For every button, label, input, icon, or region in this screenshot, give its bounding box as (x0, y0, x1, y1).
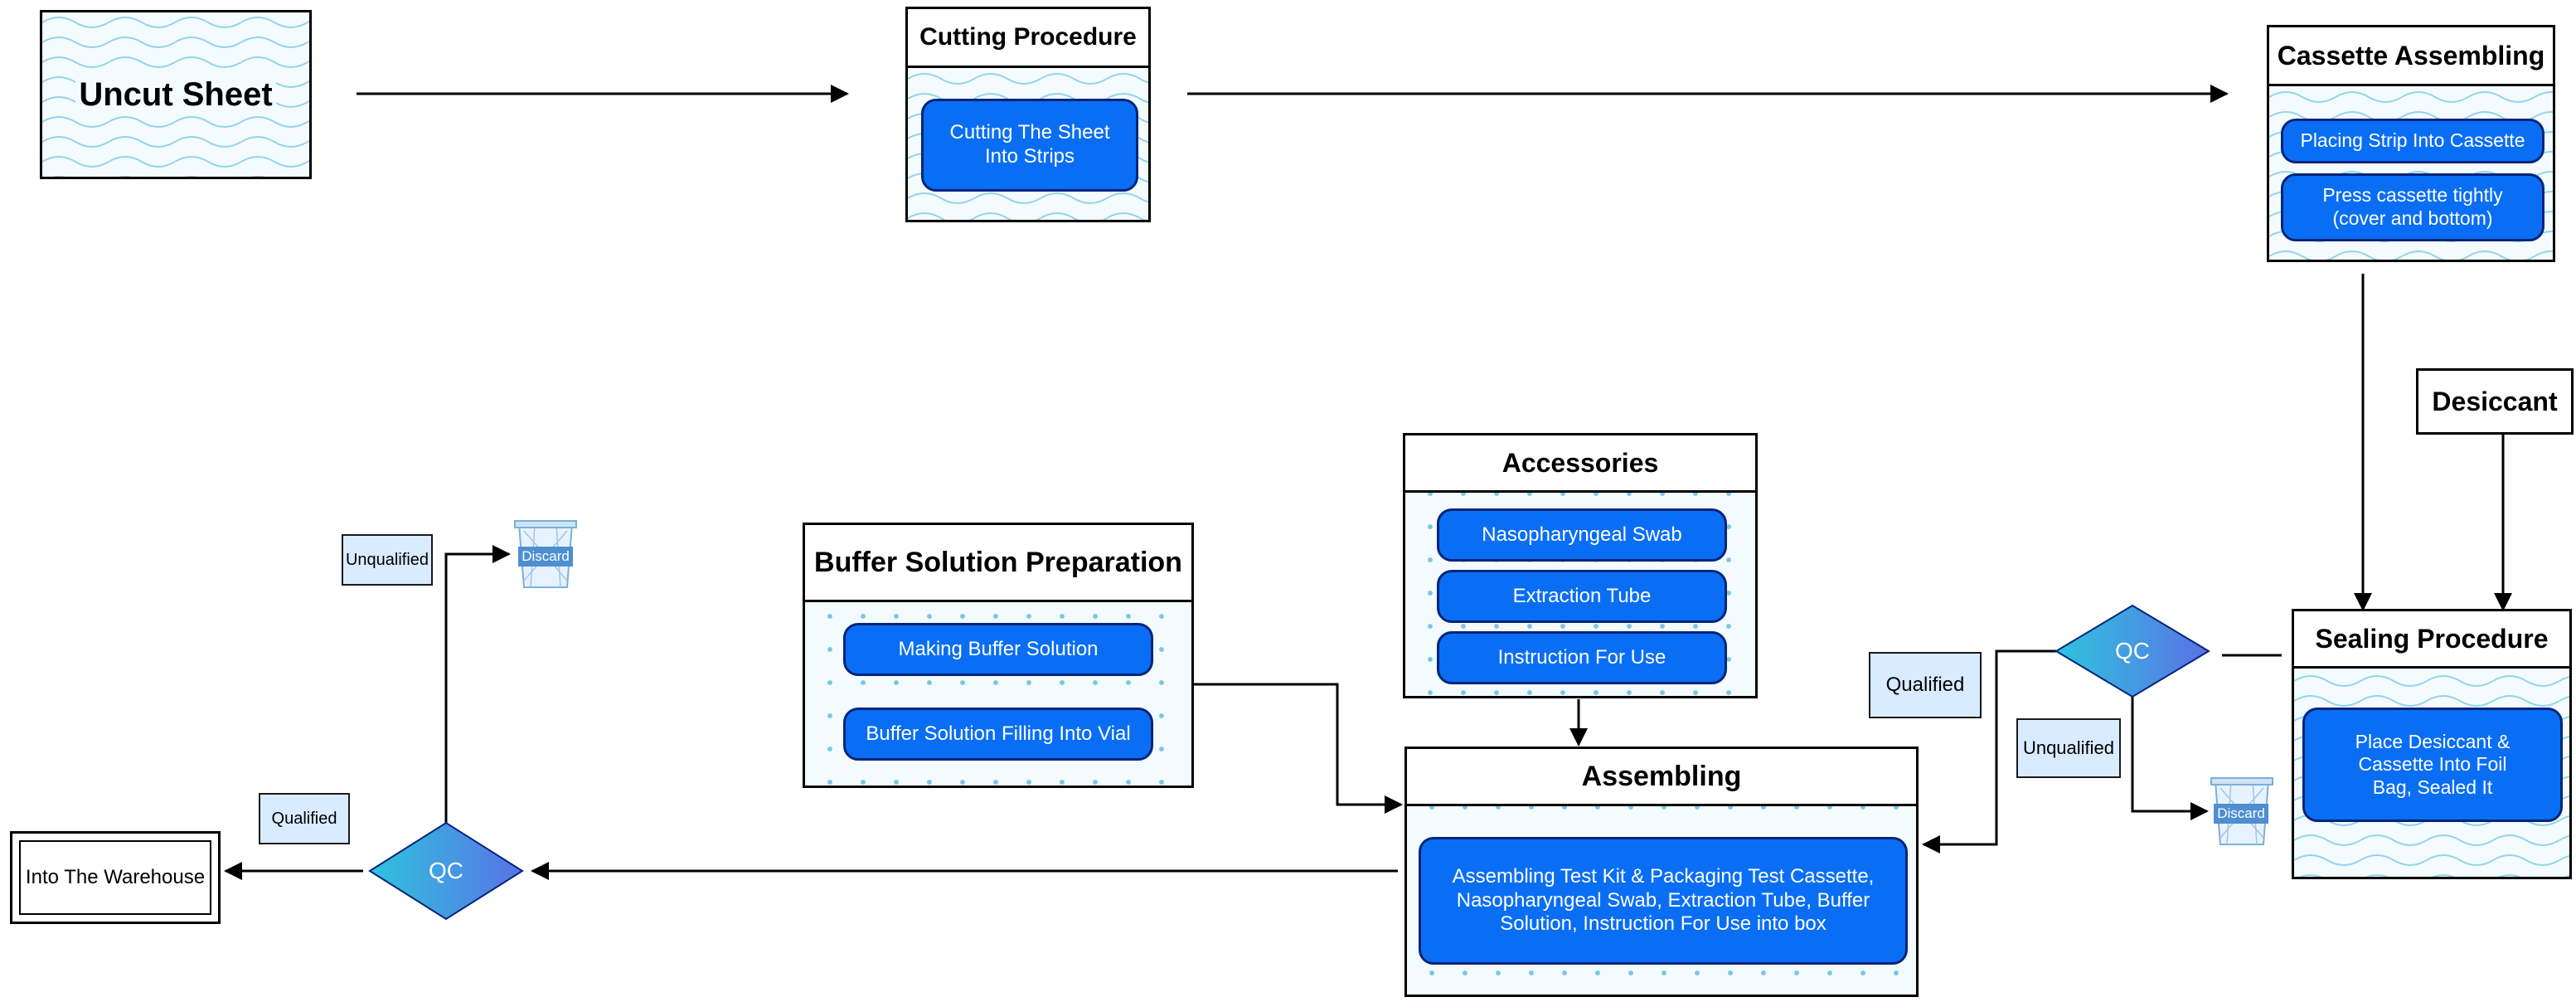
cutting-procedure-title: Cutting Procedure (908, 9, 1148, 68)
arrow-buffer-to-assembling (1194, 683, 1403, 814)
arrow-qc-unqualified-to-discard (2131, 697, 2209, 820)
arrow-qc-unqualified-to-discard-left (444, 545, 511, 823)
qc-right-unqualified-label: Unqualified (2016, 718, 2121, 778)
assembling-test-kit-step[interactable]: Assembling Test Kit & Packaging Test Cas… (1419, 837, 1908, 965)
qc-left-qualified-label: Qualified (259, 793, 350, 844)
uncut-sheet-label: Uncut Sheet (75, 75, 276, 114)
desiccant-box: Desiccant (2416, 368, 2574, 435)
qc-left-discard-label: Discard (518, 547, 573, 567)
making-buffer-step[interactable]: Making Buffer Solution (843, 623, 1153, 676)
filling-vial-step[interactable]: Buffer Solution Filling Into Vial (843, 708, 1153, 761)
placing-strip-step[interactable]: Placing Strip Into Cassette (2281, 119, 2544, 163)
qc-right-discard-label: Discard (2214, 804, 2268, 824)
accessories-title: Accessories (1405, 435, 1755, 493)
qc-left-unqualified-label: Unqualified (342, 534, 433, 586)
accessories-item[interactable]: Nasopharyngeal Swab (1437, 508, 1727, 562)
warehouse-label: Into The Warehouse (19, 840, 211, 915)
cassette-assembling-title: Cassette Assembling (2269, 27, 2553, 86)
sealing-procedure-title: Sealing Procedure (2294, 611, 2569, 669)
warehouse-box: Into The Warehouse (10, 831, 221, 924)
assembling-box: Assembling Assembling Test Kit & Packagi… (1404, 747, 1919, 997)
seal-foil-bag-step[interactable]: Place Desiccant & Cassette Into Foil Bag… (2302, 708, 2563, 822)
uncut-sheet-box: Uncut Sheet (40, 10, 312, 179)
qc-diamond-left (368, 821, 524, 921)
cutting-procedure-box: Cutting Procedure Cutting The Sheet Into… (905, 7, 1151, 222)
buffer-preparation-box: Buffer Solution Preparation Making Buffe… (803, 523, 1194, 788)
cutting-sheet-step[interactable]: Cutting The Sheet Into Strips (921, 99, 1138, 192)
accessories-box: Accessories Nasopharyngeal Swab Extracti… (1403, 433, 1758, 698)
accessories-item[interactable]: Instruction For Use (1437, 631, 1727, 684)
arrow-qc-qualified-to-assembling (1922, 649, 2056, 854)
buffer-preparation-title: Buffer Solution Preparation (805, 525, 1191, 602)
qc-right-label: QC (2115, 638, 2150, 664)
press-cassette-step[interactable]: Press cassette tightly (cover and bottom… (2281, 173, 2544, 241)
qc-diamond-right (2054, 604, 2210, 698)
qc-left-label: QC (429, 858, 463, 883)
sealing-procedure-box: Sealing Procedure Place Desiccant & Cass… (2292, 609, 2572, 879)
assembling-title: Assembling (1407, 749, 1916, 806)
accessories-item[interactable]: Extraction Tube (1437, 570, 1727, 623)
cassette-assembling-box: Cassette Assembling Placing Strip Into C… (2267, 25, 2555, 262)
qc-right-qualified-label: Qualified (1869, 652, 1982, 718)
